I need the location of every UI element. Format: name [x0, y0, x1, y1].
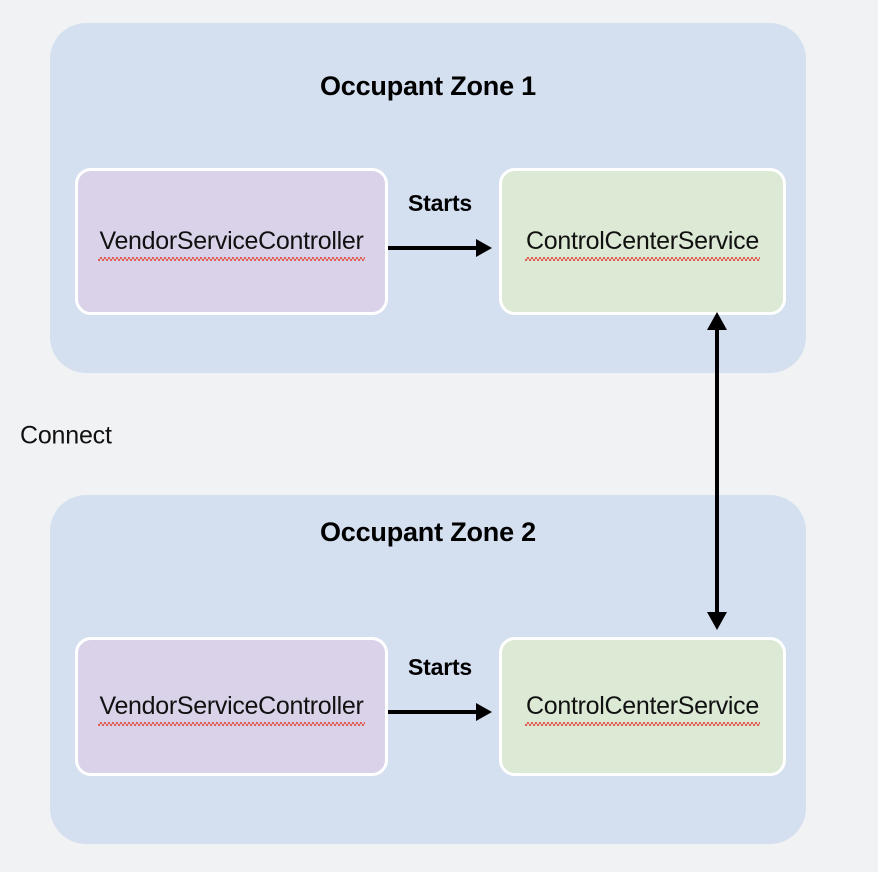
zone-1-starts-edge: Starts: [388, 190, 492, 257]
zone-2-starts-edge-line: [388, 710, 480, 714]
zone-1-control-center-service-label: ControlCenterService: [525, 227, 760, 261]
zone-1-starts-edge-line: [388, 246, 480, 250]
zone-1-starts-edge-label: Starts: [408, 190, 472, 216]
zone-1-control-center-service-node[interactable]: ControlCenterService: [499, 168, 786, 315]
connect-edge-label: Connect: [20, 421, 112, 450]
connect-edge: [707, 312, 727, 630]
zone-2-starts-edge: Starts: [388, 654, 492, 721]
zone-1-vendor-service-controller-label: VendorServiceController: [98, 227, 365, 261]
zone-1-vendor-service-controller-node[interactable]: VendorServiceController: [75, 168, 388, 315]
occupant-zone-1-container: Occupant Zone 1 VendorServiceController …: [50, 23, 806, 373]
occupant-zone-2-container: Occupant Zone 2 VendorServiceController …: [50, 495, 806, 844]
occupant-zone-2-title: Occupant Zone 2: [319, 517, 537, 547]
connect-arrowhead-down-icon: [707, 612, 727, 630]
zone-2-control-center-service-node[interactable]: ControlCenterService: [499, 637, 786, 776]
zone-2-vendor-service-controller-label: VendorServiceController: [98, 692, 365, 726]
connect-arrowhead-up-icon: [707, 312, 727, 330]
zone-2-starts-edge-label: Starts: [408, 654, 472, 680]
zone-2-vendor-service-controller-node[interactable]: VendorServiceController: [75, 637, 388, 776]
connect-edge-line: [715, 325, 719, 617]
occupant-zone-1-title: Occupant Zone 1: [319, 71, 537, 101]
zone-2-starts-arrowhead-icon: [476, 703, 492, 721]
zone-2-control-center-service-label: ControlCenterService: [525, 692, 760, 726]
zone-1-starts-arrowhead-icon: [476, 239, 492, 257]
